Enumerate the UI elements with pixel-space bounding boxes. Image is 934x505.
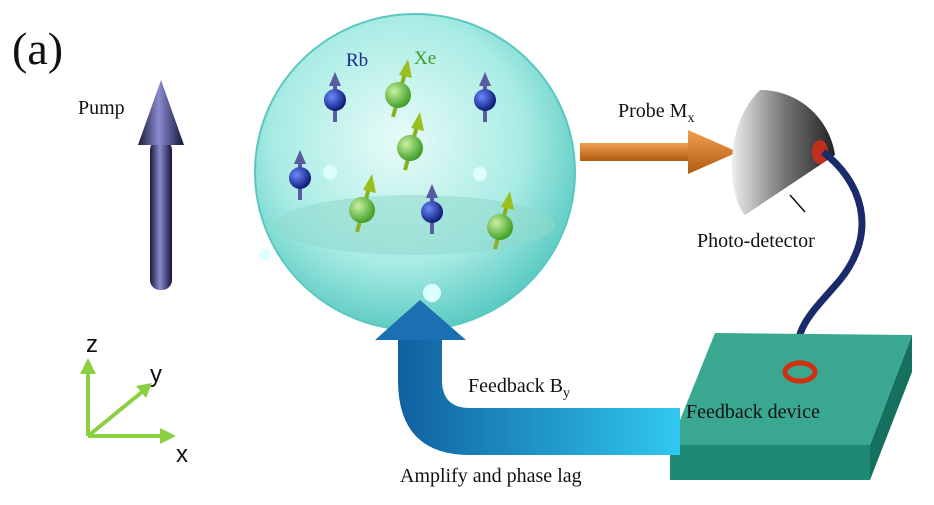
amplify-label: Amplify and phase lag bbox=[400, 465, 582, 487]
feedback-label: Feedback By bbox=[468, 375, 570, 401]
coordinate-axes bbox=[80, 358, 176, 444]
xe-label: Xe bbox=[414, 48, 436, 69]
panel-label: (a) bbox=[12, 23, 63, 74]
axis-y-label: y bbox=[150, 361, 162, 388]
axis-z-label: z bbox=[86, 331, 98, 358]
xe-atom bbox=[487, 191, 514, 250]
probe-label: Probe Mx bbox=[618, 100, 694, 126]
pump-arrow bbox=[138, 80, 184, 290]
xe-atom bbox=[397, 112, 424, 171]
rb-atom bbox=[289, 150, 311, 200]
xe-atom bbox=[349, 174, 376, 233]
probe-arrow bbox=[580, 130, 738, 174]
axis-x-label: x bbox=[176, 441, 188, 468]
rb-atom bbox=[474, 72, 496, 122]
rb-atom bbox=[324, 72, 346, 122]
photo-detector bbox=[731, 90, 835, 215]
rb-atom bbox=[421, 184, 443, 234]
pump-label: Pump bbox=[78, 97, 125, 119]
feedback-device-label: Feedback device bbox=[686, 401, 820, 423]
rb-label: Rb bbox=[346, 50, 368, 71]
feedback-arrow bbox=[375, 300, 680, 455]
feedback-device bbox=[670, 333, 912, 480]
xe-atom bbox=[385, 59, 412, 118]
photodetector-label: Photo-detector bbox=[697, 230, 815, 252]
